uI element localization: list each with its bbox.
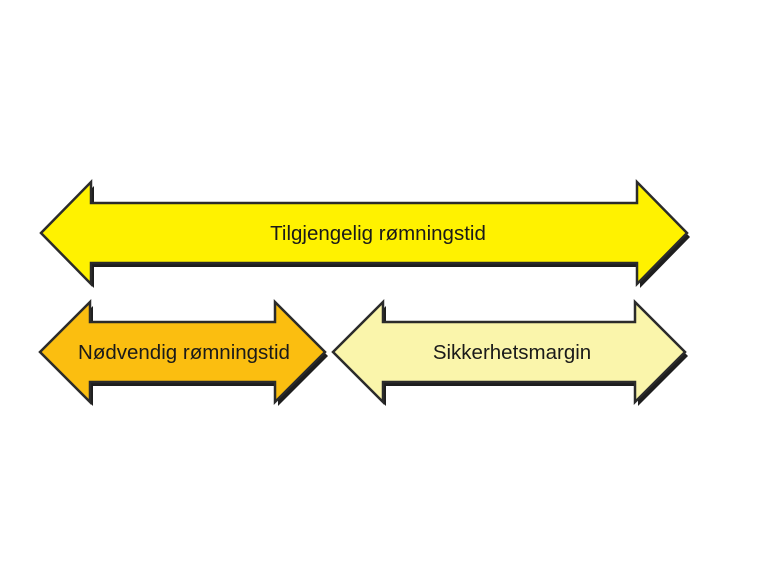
arrow-safety-margin-shape (331, 298, 687, 406)
arrow-required-shape (38, 298, 327, 406)
arrow-required-label: Nødvendig rømningstid (78, 341, 290, 364)
arrow-safety-margin-label: Sikkerhetsmargin (433, 341, 591, 364)
arrow-safety-margin: Sikkerhetsmargin (331, 298, 688, 406)
arrow-available-shape (39, 178, 689, 288)
arrow-available-label: Tilgjengelig rømningstid (270, 222, 486, 245)
arrow-required-escape-time: Nødvendig rømningstid (38, 298, 328, 406)
arrow-available-escape-time: Tilgjengelig rømningstid (39, 178, 690, 288)
